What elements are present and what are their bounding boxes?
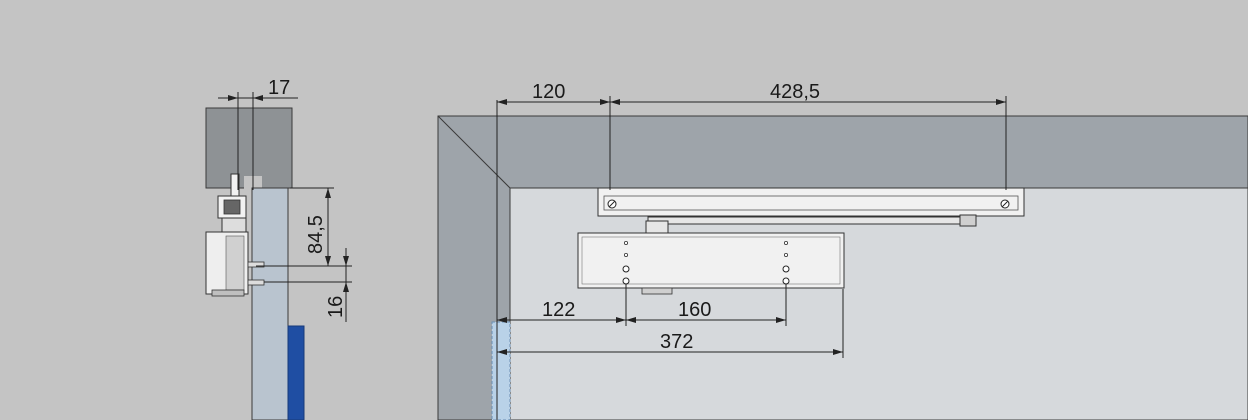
closer-body	[577, 232, 845, 289]
arm-pivot	[645, 220, 669, 234]
body-hole-l1	[624, 240, 629, 245]
frame-mitre	[437, 115, 511, 189]
front-elevation-view: 120 428,5 122 160 372	[437, 81, 1248, 420]
body-hole-r2	[784, 252, 789, 257]
slide-rail-inner	[603, 195, 1019, 211]
dim-label-122: 122	[542, 299, 575, 321]
body-screw-l1	[622, 265, 630, 273]
fixing-screw-lower	[247, 279, 265, 286]
seal-strip	[287, 325, 305, 420]
arrow-16-top	[343, 256, 349, 266]
arrow-120-left	[497, 99, 507, 105]
arrow-17-right	[253, 95, 263, 101]
dim-label-428-5: 428,5	[770, 81, 820, 103]
arrow-17-left	[228, 95, 238, 101]
closer-body-inner	[581, 236, 841, 285]
arrow-428-right	[996, 99, 1006, 105]
body-screw-r2	[782, 277, 790, 285]
body-screw-r1	[782, 265, 790, 273]
dim-label-16: 16	[325, 296, 347, 318]
closer-body-shade	[225, 235, 245, 291]
arm-slider	[959, 214, 977, 227]
arrow-84-bottom	[325, 256, 331, 266]
body-hole-r1	[784, 240, 789, 245]
arrow-122-right	[616, 317, 626, 323]
arrow-372-left	[497, 349, 507, 355]
arrow-428-left	[610, 99, 620, 105]
arrow-160-left	[626, 317, 636, 323]
dim-label-372: 372	[660, 331, 693, 353]
dim-label-120: 120	[532, 81, 565, 103]
slide-block-inner	[223, 199, 241, 215]
arrow-122-left	[497, 317, 507, 323]
hinge-strip	[491, 321, 511, 420]
closer-bottom-tab	[641, 287, 673, 295]
body-hole-l2	[624, 252, 629, 257]
body-screw-l2	[622, 277, 630, 285]
closer-body-foot	[211, 289, 245, 297]
spindle-section	[221, 217, 247, 233]
rail-screw-left-slot	[608, 200, 616, 208]
fixing-screw-upper	[247, 261, 265, 268]
arrow-372-right	[833, 349, 843, 355]
rail-screw-right-slot	[1001, 200, 1009, 208]
arrow-84-top	[325, 188, 331, 198]
door-leaf-section	[251, 187, 289, 420]
frame-head-section	[205, 107, 293, 189]
side-section-view: 17 84,5 16	[205, 77, 352, 420]
door-leaf	[509, 187, 1248, 420]
slide-rail	[597, 187, 1025, 217]
closer-arm	[647, 216, 977, 225]
dim-label-160: 160	[678, 299, 711, 321]
arrow-160-right	[776, 317, 786, 323]
arrow-16-bottom	[343, 282, 349, 292]
dim-label-17: 17	[268, 77, 290, 99]
arrow-120-right	[600, 99, 610, 105]
dim-label-84-5: 84,5	[305, 215, 327, 254]
